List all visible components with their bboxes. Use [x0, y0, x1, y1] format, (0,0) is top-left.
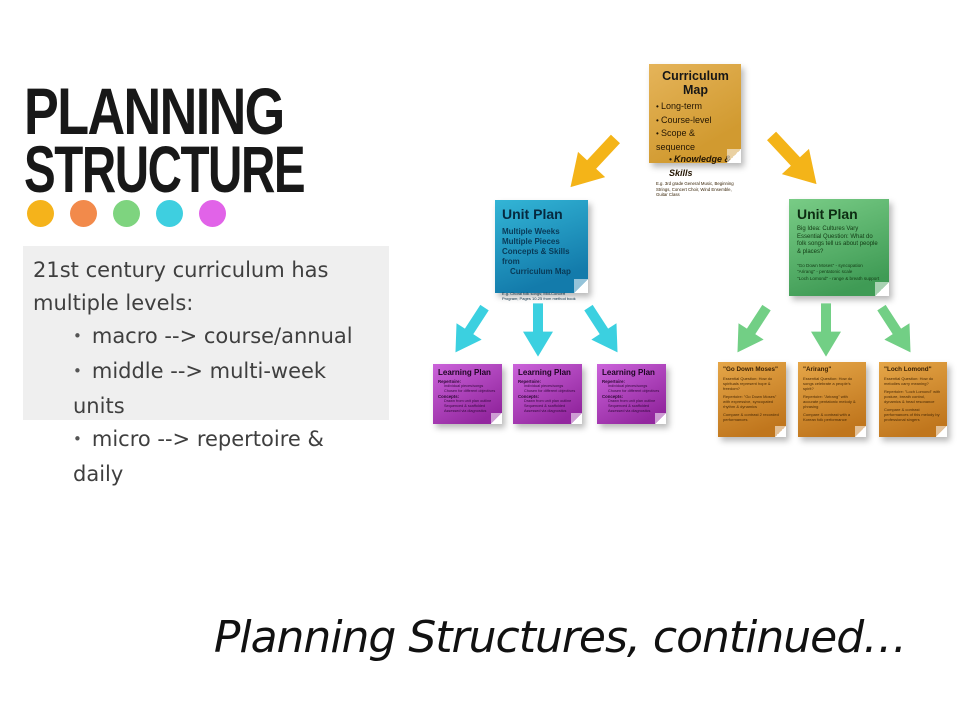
note-title: Learning Plan [438, 368, 491, 377]
note-essential-question: Essential Question: What do folk songs t… [797, 233, 878, 255]
sticky-note-curriculum-map: Curriculum Map Long-term Course-level Sc… [649, 64, 741, 197]
note-paragraph: Essential Question: How do songs celebra… [803, 376, 853, 391]
note-item: Drawn from unit plan outline [444, 399, 492, 404]
sticky-note-learning-plan-2: Learning Plan Repertoire: Individual pie… [513, 364, 582, 424]
note-item: Sequenced & scaffolded [608, 404, 650, 409]
note-item: Sequenced & scaffolded [524, 404, 566, 409]
sticky-note-learning-plan-1: Learning Plan Repertoire: Individual pie… [433, 364, 502, 424]
note-line: Multiple Pieces [502, 237, 560, 246]
note-title: Curriculum Map [662, 69, 729, 97]
note-bullet: Course-level [656, 114, 735, 128]
folded-corner-icon [855, 426, 866, 437]
note-bullet: Scope & sequence [656, 127, 735, 153]
note-item: Chosen for different objectives [608, 389, 660, 394]
note-title: Learning Plan [602, 368, 655, 377]
slide-caption: Planning Structures, continued… [213, 612, 907, 663]
note-paragraph: Repertoire: "Go Down Moses" with express… [723, 394, 777, 409]
note-item: Individual pieces/songs [524, 384, 564, 389]
intro-heading: 21st century curriculum has multiple lev… [33, 258, 329, 315]
curriculum-map-bullets: Long-term Course-level Scope & sequence … [656, 100, 735, 179]
note-item: Assessed via diagnostics [444, 409, 487, 413]
note-paragraph: Compare & contrast performances of this … [884, 407, 940, 422]
note-item: Chosen for different objectives [444, 389, 496, 394]
note-example-text: E.g. Choral folk songs; Mid-Concert Prog… [502, 291, 576, 302]
sticky-note-unit-plan-right: Unit Plan Big Idea: Cultures Vary Essent… [789, 199, 889, 296]
note-item: Assessed via diagnostics [608, 409, 651, 413]
note-section-label: Repertoire: [438, 379, 461, 384]
sticky-note-song-go-down-moses: "Go Down Moses" Essential Question: How … [718, 362, 786, 437]
logo-dot-orange [70, 200, 97, 227]
note-song-line: "Arirang" - pentatonic scale [797, 269, 853, 275]
logo: PLANNING STRUCTURE [24, 74, 413, 206]
note-title: Unit Plan [502, 206, 563, 222]
note-sub-bullet: Knowledge & Skills [656, 153, 735, 179]
note-item: Individual pieces/songs [608, 384, 648, 389]
arrow-unit-to-learning-3-icon [575, 298, 631, 361]
note-section-label: Concepts: [518, 394, 540, 399]
sticky-note-learning-plan-3: Learning Plan Repertoire: Individual pie… [597, 364, 666, 424]
note-paragraph: Compare & contrast 2 recorded performanc… [723, 412, 779, 422]
arrow-unit-to-song-3-icon [868, 298, 924, 361]
intro-bullet: middle --> multi-week units [33, 355, 379, 423]
sticky-note-unit-plan-left: Unit Plan Multiple Weeks Multiple Pieces… [495, 200, 588, 301]
note-title: "Loch Lomond" [884, 366, 932, 373]
arrow-unit-to-learning-2-icon [523, 302, 553, 358]
logo-dot-magenta [199, 200, 226, 227]
note-title: "Go Down Moses" [723, 366, 778, 373]
note-line: Concepts & Skills from [502, 247, 570, 266]
note-example-text: E.g. 3rd grade General Music, Beginning … [656, 181, 734, 198]
note-section-label: Repertoire: [518, 379, 541, 384]
note-item: Assessed via diagnostics [524, 409, 567, 413]
note-paragraph: Repertoire: "Arirang" with accurate pent… [803, 394, 856, 409]
note-paragraph: Repertoire: "Loch Lomond" with posture, … [884, 389, 941, 404]
logo-text-planning: PLANNING [24, 74, 285, 148]
folded-corner-icon [655, 413, 666, 424]
arrow-curriculum-to-unit-right-icon [758, 123, 831, 197]
note-item: Sequenced & scaffolded [444, 404, 486, 409]
logo-dot-yellow [27, 200, 54, 227]
intro-bullet: micro --> repertoire & daily [33, 423, 379, 491]
note-song-line: "Go Down Moses" - syncopation [797, 263, 863, 268]
arrow-curriculum-to-unit-left-icon [557, 126, 630, 200]
folded-corner-icon [574, 279, 588, 293]
logo-dots [27, 200, 226, 227]
intro-bullet: macro --> course/annual [33, 320, 379, 355]
folded-corner-icon [727, 149, 741, 163]
note-line: Multiple Weeks [502, 227, 560, 236]
arrow-unit-to-learning-1-icon [442, 298, 498, 361]
note-song-line: "Loch Lomond" - range & breath support [797, 275, 880, 281]
intro-box: 21st century curriculum has multiple lev… [23, 246, 389, 486]
arrow-unit-to-song-2-icon [811, 302, 841, 358]
logo-dot-cyan [156, 200, 183, 227]
folded-corner-icon [491, 413, 502, 424]
sticky-note-song-loch-lomond: "Loch Lomond" Essential Question: How do… [879, 362, 947, 437]
note-item: Drawn from unit plan outline [608, 399, 656, 404]
sticky-note-song-arirang: "Arirang" Essential Question: How do son… [798, 362, 866, 437]
note-title: Learning Plan [518, 368, 571, 377]
note-item: Drawn from unit plan outline [524, 399, 572, 404]
note-paragraph: Essential Question: How do spirituals re… [723, 376, 773, 391]
logo-dot-green [113, 200, 140, 227]
folded-corner-icon [571, 413, 582, 424]
logo-text-structure: STRUCTURE [24, 132, 306, 206]
note-section-label: Concepts: [438, 394, 460, 399]
note-title: "Arirang" [803, 366, 832, 373]
folded-corner-icon [775, 426, 786, 437]
note-section-label: Concepts: [602, 394, 624, 399]
note-title: Unit Plan [797, 206, 858, 222]
note-paragraph: Compare & contrast with a Korean folk pe… [803, 412, 851, 422]
arrow-unit-to-song-1-icon [724, 298, 780, 361]
note-item: Chosen for different objectives [524, 389, 576, 394]
note-bullet: Long-term [656, 100, 735, 114]
note-song-list: "Go Down Moses" - syncopation "Arirang" … [797, 263, 883, 282]
folded-corner-icon [936, 426, 947, 437]
note-section-label: Repertoire: [602, 379, 625, 384]
note-line: Curriculum Map [510, 267, 571, 276]
note-paragraph: Essential Question: How do melodies carr… [884, 376, 934, 386]
note-big-idea: Big Idea: Cultures Vary [797, 226, 859, 232]
intro-bullet-list: macro --> course/annual middle --> multi… [33, 320, 379, 491]
note-item: Individual pieces/songs [444, 384, 484, 389]
folded-corner-icon [875, 282, 889, 296]
